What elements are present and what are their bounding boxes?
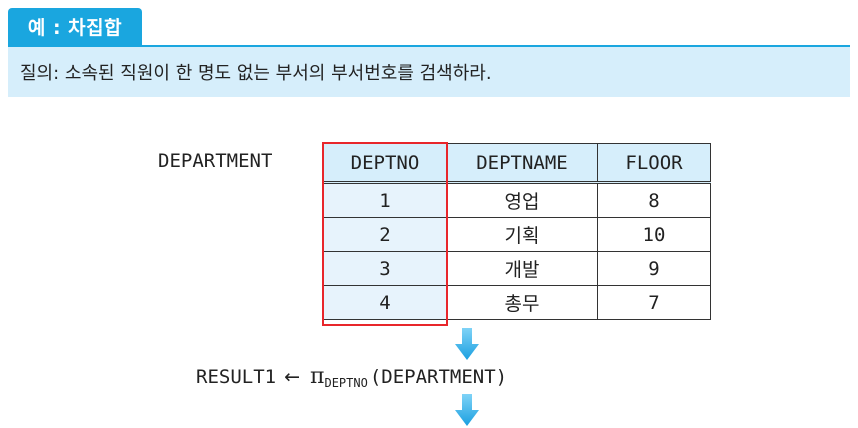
example-badge: 예 : 차집합 xyxy=(8,8,142,45)
cell-floor: 8 xyxy=(597,182,711,218)
table-row: 4 총무 7 xyxy=(323,285,711,320)
table-row: 2 기획 10 xyxy=(323,217,711,252)
cell-deptname: 영업 xyxy=(446,182,598,218)
cell-deptno: 2 xyxy=(323,217,447,252)
table-row: 3 개발 9 xyxy=(323,251,711,286)
projection-subscript: DEPTNO xyxy=(324,376,368,390)
result-name: RESULT1 xyxy=(196,366,277,388)
cell-deptno: 4 xyxy=(323,285,447,320)
projection-argument: (DEPARTMENT) xyxy=(369,366,508,388)
question-text: 질의: 소속된 직원이 한 명도 없는 부서의 부서번호를 검색하라. xyxy=(8,45,850,97)
pi-symbol: π xyxy=(310,364,325,389)
header-floor: FLOOR xyxy=(597,143,711,183)
header-deptno: DEPTNO xyxy=(323,143,447,183)
cell-deptname: 총무 xyxy=(446,285,598,320)
projection-expression: RESULT1 ← π DEPTNO (DEPARTMENT) xyxy=(196,364,508,390)
cell-deptname: 개발 xyxy=(446,251,598,286)
table-header-row: DEPTNO DEPTNAME FLOOR xyxy=(323,143,711,183)
cell-deptname: 기획 xyxy=(446,217,598,252)
table-row: 1 영업 8 xyxy=(323,182,711,218)
department-table: DEPTNO DEPTNAME FLOOR 1 영업 8 2 기획 10 3 개… xyxy=(323,143,711,320)
cell-deptno: 1 xyxy=(323,182,447,218)
cell-floor: 9 xyxy=(597,251,711,286)
cell-deptno: 3 xyxy=(323,251,447,286)
header-deptname: DEPTNAME xyxy=(446,143,598,183)
cell-floor: 7 xyxy=(597,285,711,320)
cell-floor: 10 xyxy=(597,217,711,252)
down-arrow-icon xyxy=(455,328,479,360)
down-arrow-icon xyxy=(455,394,479,426)
assign-arrow: ← xyxy=(284,366,300,388)
table-name-label: DEPARTMENT xyxy=(158,150,273,172)
